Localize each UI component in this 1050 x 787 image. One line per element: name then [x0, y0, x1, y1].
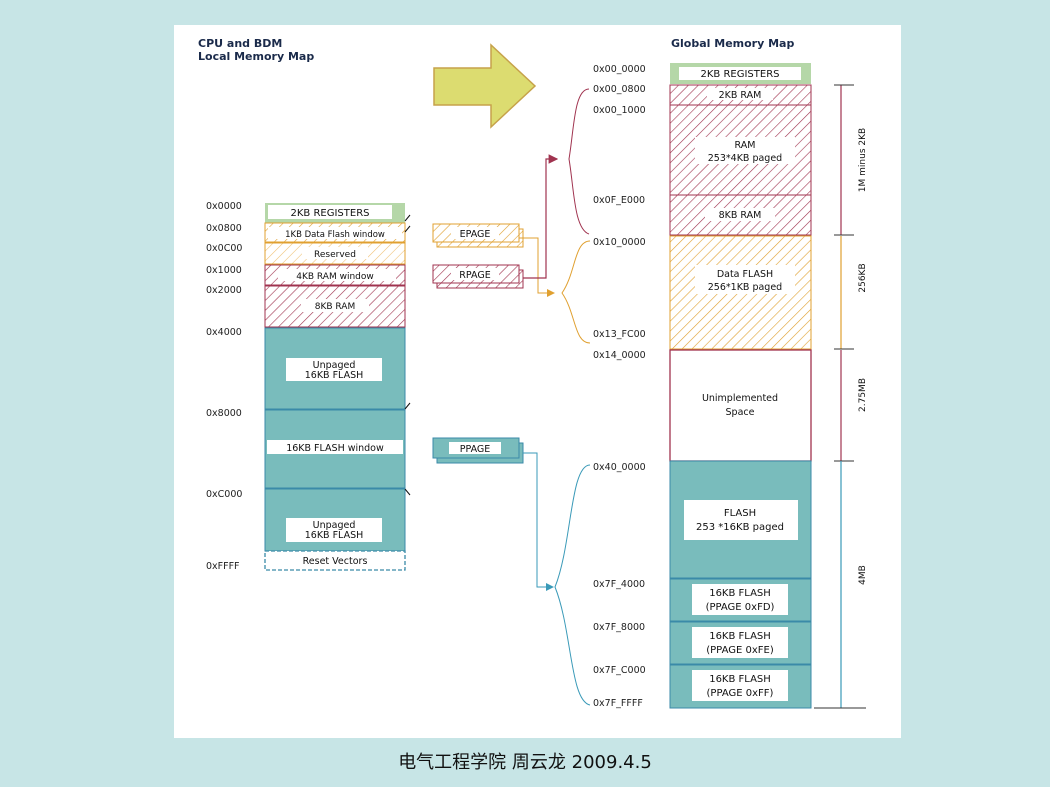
- local-memory-map: 2KB REGISTERS 1KB Data Flash window Rese…: [206, 201, 411, 572]
- global-address-5: 0x13_FC00: [593, 329, 646, 340]
- global-registers-label: 2KB REGISTERS: [701, 69, 780, 80]
- global-data-flash-line1: Data FLASH: [717, 269, 773, 280]
- global-flash-ff-line1: 16KB FLASH: [709, 674, 771, 685]
- global-ram-8kb-label: 8KB RAM: [719, 210, 762, 221]
- global-address-0: 0x00_0000: [593, 64, 646, 75]
- global-address-3: 0x0F_E000: [593, 195, 645, 206]
- global-ram-paged-line1: RAM: [735, 140, 756, 151]
- ram-brace: [568, 88, 590, 235]
- local-address-7: 0xC000: [206, 489, 242, 500]
- global-address-9: 0x7F_8000: [593, 622, 645, 633]
- local-flash-window-label: 16KB FLASH window: [286, 443, 384, 454]
- global-address-2: 0x00_1000: [593, 105, 646, 116]
- local-reset-vectors-label: Reset Vectors: [303, 556, 368, 567]
- epage-label: EPAGE: [460, 229, 491, 240]
- global-address-8: 0x7F_4000: [593, 579, 645, 590]
- local-ram-8kb-label: 8KB RAM: [315, 302, 355, 312]
- epage-connector: [519, 237, 555, 297]
- rpage-register: RPAGE: [432, 264, 524, 289]
- size-label-unimplemented: 2.75MB: [858, 378, 868, 412]
- slide-canvas: CPU and BDM Local Memory Map Global Memo…: [174, 25, 901, 738]
- local-map-title-line1: CPU and BDM: [198, 37, 282, 50]
- local-unpaged-flash-2-line2: 16KB FLASH: [305, 530, 364, 541]
- ppage-label: PPAGE: [460, 444, 491, 455]
- global-address-10: 0x7F_C000: [593, 665, 646, 676]
- slide-footer: 电气工程学院 周云龙 2009.4.5: [398, 752, 652, 773]
- local-data-flash-window-label: 1KB Data Flash window: [285, 230, 385, 240]
- flash-brace: [554, 464, 591, 706]
- global-memory-map: 2KB REGISTERS 2KB RAM RAM 253*4KB paged …: [593, 63, 812, 709]
- local-reserved-label: Reserved: [314, 250, 356, 260]
- global-address-6: 0x14_0000: [593, 350, 646, 361]
- global-address-11: 0x7F_FFFF: [593, 698, 643, 709]
- local-unpaged-flash-2-line1: Unpaged: [313, 520, 356, 531]
- global-flash-fd-line2: (PPAGE 0xFD): [706, 602, 775, 613]
- size-label-data-flash: 256KB: [858, 263, 868, 292]
- global-flash-fe-line2: (PPAGE 0xFE): [706, 645, 774, 656]
- rpage-connector: [523, 154, 559, 279]
- global-ram-2kb-label: 2KB RAM: [719, 90, 762, 101]
- data-flash-brace: [561, 240, 591, 344]
- local-ram-window-label: 4KB RAM window: [296, 272, 373, 282]
- rpage-label: RPAGE: [459, 270, 490, 281]
- global-address-7: 0x40_0000: [593, 462, 646, 473]
- size-label-flash: 4MB: [858, 565, 868, 585]
- global-flash-line2: 253 *16KB paged: [696, 522, 784, 533]
- global-address-1: 0x00_0800: [593, 84, 646, 95]
- size-label-ram: 1M minus 2KB: [858, 128, 868, 192]
- local-address-3: 0x1000: [206, 265, 242, 276]
- local-address-2: 0x0C00: [206, 243, 242, 254]
- ppage-register: PPAGE: [432, 437, 524, 464]
- global-flash-fd-line1: 16KB FLASH: [709, 588, 771, 599]
- global-unimplemented-line2: Space: [726, 407, 755, 418]
- local-address-1: 0x0800: [206, 223, 242, 234]
- local-address-5: 0x4000: [206, 327, 242, 338]
- local-unpaged-flash-1-line2: 16KB FLASH: [305, 370, 364, 381]
- ppage-connector: [523, 452, 554, 591]
- global-unimplemented-space: [669, 349, 812, 462]
- global-unimplemented-line1: Unimplemented: [702, 393, 778, 404]
- size-brackets: 1M minus 2KB 256KB 2.75MB 4MB: [814, 84, 868, 709]
- local-reset-vectors: [264, 550, 406, 571]
- local-unpaged-flash-1-line1: Unpaged: [313, 360, 356, 371]
- global-flash-ff-line2: (PPAGE 0xFF): [707, 688, 774, 699]
- memory-map-diagram: CPU and BDM Local Memory Map Global Memo…: [198, 37, 868, 709]
- local-map-title-line2: Local Memory Map: [198, 50, 314, 63]
- local-address-8: 0xFFFF: [206, 561, 240, 572]
- global-flash-line1: FLASH: [724, 508, 756, 519]
- global-flash-fe-line1: 16KB FLASH: [709, 631, 771, 642]
- global-map-title: Global Memory Map: [671, 37, 794, 50]
- global-address-4: 0x10_0000: [593, 237, 646, 248]
- local-address-4: 0x2000: [206, 285, 242, 296]
- local-registers-label: 2KB REGISTERS: [291, 208, 370, 219]
- global-data-flash-line2: 256*1KB paged: [708, 282, 782, 293]
- global-ram-paged-line2: 253*4KB paged: [708, 153, 782, 164]
- epage-register: EPAGE: [432, 223, 524, 248]
- mapping-arrow-icon: [433, 43, 537, 129]
- local-address-6: 0x8000: [206, 408, 242, 419]
- local-address-0: 0x0000: [206, 201, 242, 212]
